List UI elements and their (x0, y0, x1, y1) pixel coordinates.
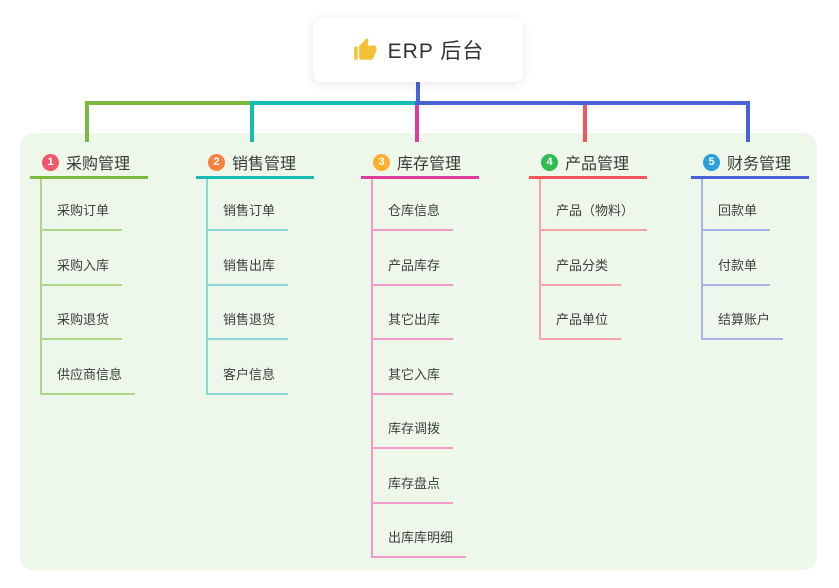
connector-children-purchase (40, 179, 42, 395)
node-other-outbound[interactable]: 其它出库 (371, 311, 454, 340)
node-purchase-return[interactable]: 采购退货 (40, 311, 123, 340)
node-product-management[interactable]: 4 产品管理 (529, 148, 647, 179)
node-finance-management[interactable]: 5 财务管理 (691, 148, 809, 179)
branch-title-inventory: 库存管理 (397, 156, 462, 173)
node-inventory-management[interactable]: 3 库存管理 (361, 148, 479, 179)
branch-finance: 5 财务管理 回款单 付款单 结算账户 (691, 148, 809, 340)
node-other-inbound[interactable]: 其它入库 (371, 366, 454, 395)
node-payment-doc[interactable]: 付款单 (701, 257, 771, 286)
mindmap-background-panel (20, 133, 817, 570)
connector-drop-finance (746, 101, 750, 142)
root-node-erp[interactable]: ERP 后台 (313, 18, 523, 82)
branch-inventory: 3 库存管理 仓库信息 产品库存 其它出库 其它入库 库存调拨 库存盘点 出库库… (361, 148, 479, 558)
node-sales-return[interactable]: 销售退货 (206, 311, 289, 340)
thumbs-up-icon (352, 37, 378, 63)
node-stock-count[interactable]: 库存盘点 (371, 475, 454, 504)
connector-children-finance (701, 179, 703, 340)
node-product-material[interactable]: 产品（物料） (539, 202, 648, 231)
badge-4: 4 (541, 153, 558, 171)
branch-purchase: 1 采购管理 采购订单 采购入库 采购退货 供应商信息 (30, 148, 148, 395)
branch-title-sales: 销售管理 (232, 156, 297, 173)
node-purchase-management[interactable]: 1 采购管理 (30, 148, 148, 179)
node-sales-management[interactable]: 2 销售管理 (196, 148, 314, 179)
node-product-unit[interactable]: 产品单位 (539, 311, 622, 340)
node-sales-outbound[interactable]: 销售出库 (206, 257, 289, 286)
connector-root-drop (416, 82, 420, 105)
node-collection-doc[interactable]: 回款单 (701, 202, 771, 231)
root-node-label: ERP 后台 (387, 40, 485, 63)
node-stock-transfer[interactable]: 库存调拨 (371, 420, 454, 449)
branch-title-finance: 财务管理 (727, 156, 792, 173)
branch-product: 4 产品管理 产品（物料） 产品分类 产品单位 (529, 148, 648, 340)
node-purchase-inbound[interactable]: 采购入库 (40, 257, 123, 286)
branch-sales: 2 销售管理 销售订单 销售出库 销售退货 客户信息 (196, 148, 314, 395)
node-settlement-account[interactable]: 结算账户 (701, 311, 784, 340)
node-outbound-detail[interactable]: 出库库明细 (371, 529, 467, 558)
badge-2: 2 (208, 153, 225, 171)
connector-children-inventory (371, 179, 373, 558)
connector-children-product (539, 179, 541, 340)
node-product-stock[interactable]: 产品库存 (371, 257, 454, 286)
connector-drop-sales (250, 101, 254, 142)
node-customer-info[interactable]: 客户信息 (206, 366, 289, 395)
badge-5: 5 (703, 153, 720, 171)
branch-title-purchase: 采购管理 (66, 156, 131, 173)
connector-bus-green (85, 101, 254, 105)
node-warehouse-info[interactable]: 仓库信息 (371, 202, 454, 231)
node-supplier-info[interactable]: 供应商信息 (40, 366, 136, 395)
connector-bus-blue (415, 101, 750, 105)
badge-3: 3 (373, 153, 390, 171)
connector-children-sales (206, 179, 208, 395)
node-purchase-order[interactable]: 采购订单 (40, 202, 123, 231)
badge-1: 1 (42, 153, 59, 171)
connector-drop-product (583, 105, 587, 142)
branch-title-product: 产品管理 (565, 156, 630, 173)
connector-drop-inventory (415, 105, 419, 142)
connector-drop-purchase (85, 101, 89, 142)
node-product-category[interactable]: 产品分类 (539, 257, 622, 286)
connector-bus-teal (252, 101, 419, 105)
node-sales-order[interactable]: 销售订单 (206, 202, 289, 231)
